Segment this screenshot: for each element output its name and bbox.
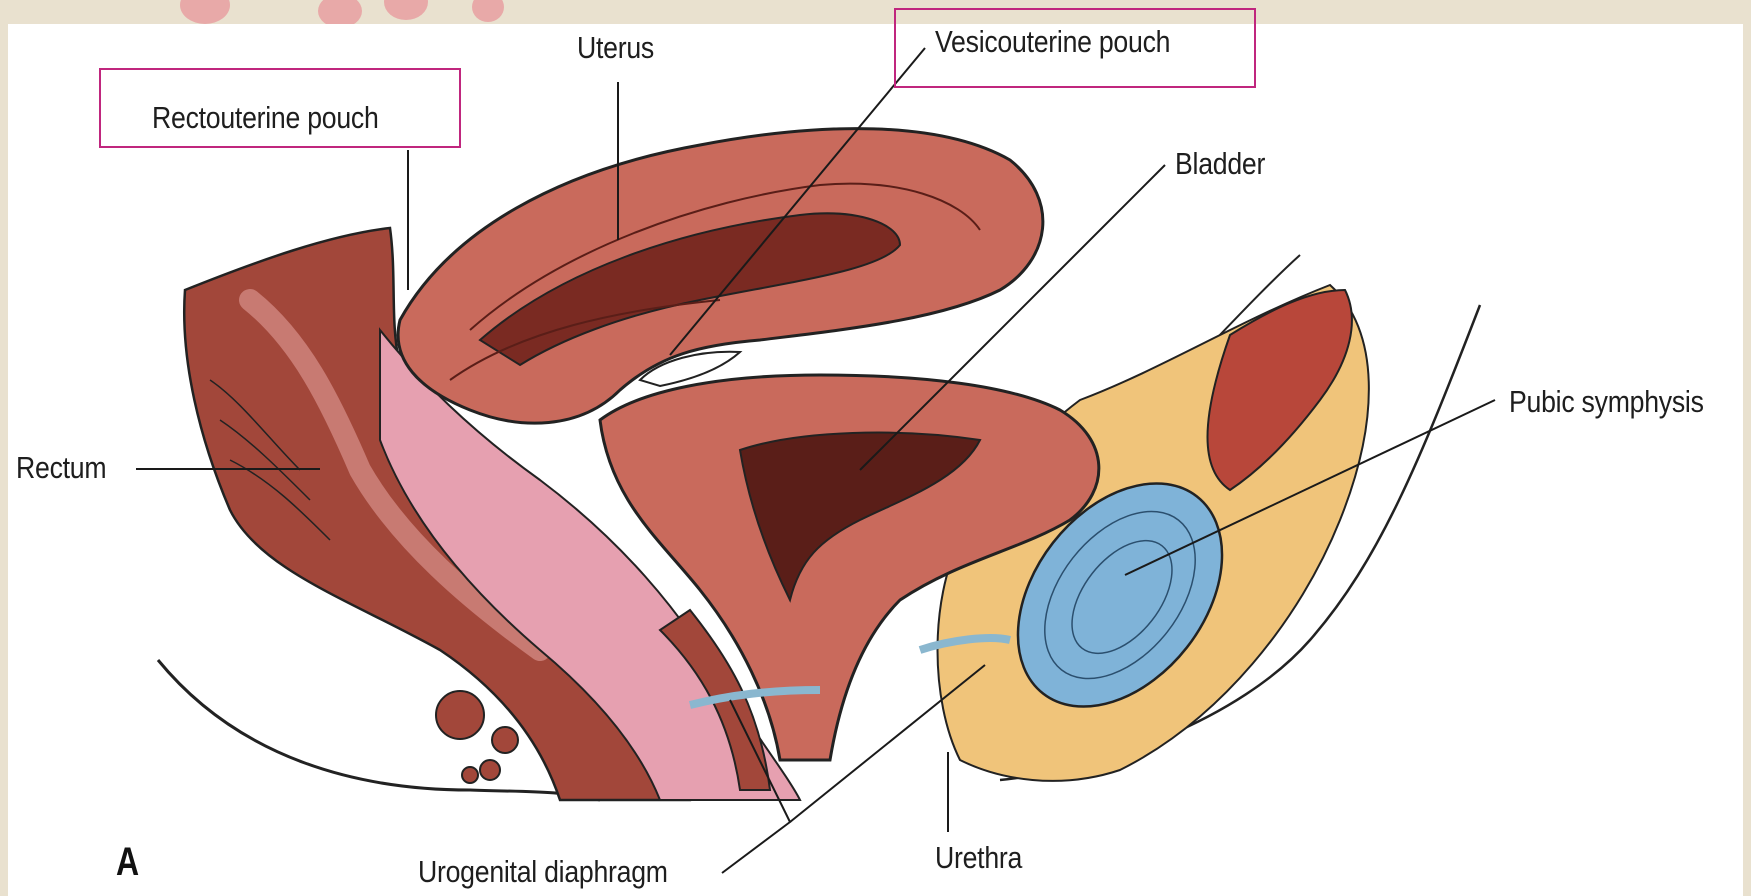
label-pubic-symphysis: Pubic symphysis	[1509, 386, 1704, 417]
label-urethra: Urethra	[935, 842, 1022, 873]
label-rectum: Rectum	[16, 452, 106, 483]
label-bladder: Bladder	[1175, 148, 1265, 179]
label-rectouterine-pouch: Rectouterine pouch	[152, 102, 379, 133]
label-urogenital-diaphragm: Urogenital diaphragm	[418, 856, 668, 887]
fecal-fragment	[436, 691, 484, 739]
label-vesicouterine-pouch: Vesicouterine pouch	[935, 26, 1170, 57]
panel-letter: A	[116, 840, 139, 885]
label-uterus: Uterus	[577, 32, 654, 63]
